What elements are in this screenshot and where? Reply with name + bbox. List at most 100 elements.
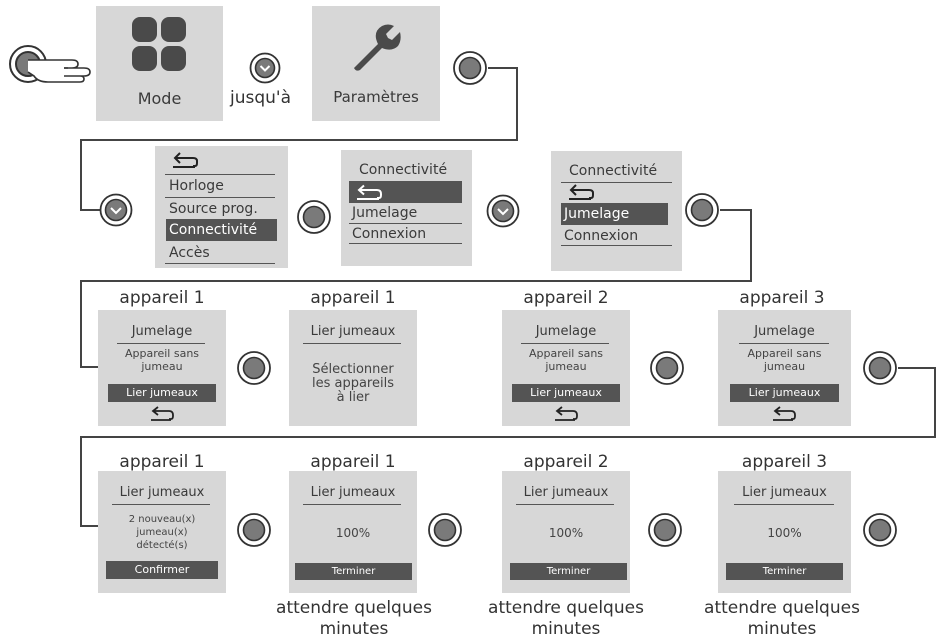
- button-icon: [428, 513, 462, 547]
- menu-divider: [561, 182, 672, 183]
- connector-line: [516, 67, 518, 141]
- button-icon: [650, 351, 684, 385]
- button-icon: [453, 51, 487, 85]
- wait-note-line: attendre quelques: [704, 598, 860, 618]
- connector-line: [750, 209, 752, 282]
- until-text: jusqu'à: [230, 88, 292, 108]
- title-divider: [303, 343, 401, 344]
- connector-line: [80, 280, 752, 282]
- instruction-line: à lier: [336, 390, 370, 405]
- screen-panel: Jumelage Appareil sans jumeau Lier jumea…: [502, 310, 630, 426]
- menu-item-acces[interactable]: Accès: [169, 245, 210, 261]
- connector-line: [80, 436, 82, 527]
- device-label: appareil 1: [119, 288, 205, 308]
- title-divider: [739, 343, 829, 344]
- button-icon: [648, 513, 682, 547]
- mode-grid-icon: [132, 17, 186, 71]
- finish-option[interactable]: Terminer: [295, 563, 412, 580]
- connector-line: [80, 436, 936, 438]
- link-twins-option[interactable]: Lier jumeaux: [730, 384, 839, 402]
- screen-title: Lier jumeaux: [310, 324, 396, 339]
- screen-title: Lier jumeaux: [119, 485, 205, 500]
- detected-line: jumeau(x): [136, 527, 188, 538]
- link-twins-option[interactable]: Lier jumeaux: [108, 384, 216, 402]
- menu-item-connectivite-selected[interactable]: Connectivité: [166, 219, 277, 241]
- screen-title: Jumelage: [535, 324, 597, 339]
- screen-title: Jumelage: [131, 324, 193, 339]
- wait-note: attendre quelques minutes: [692, 598, 872, 640]
- screen-title: Lier jumeaux: [310, 485, 396, 500]
- device-label: appareil 2: [523, 288, 609, 308]
- title-divider: [734, 504, 834, 505]
- screen-panel: Lier jumeaux 2 nouveau(x) jumeau(x) déte…: [98, 471, 226, 593]
- status-line: jumeau: [545, 360, 587, 373]
- detected-line: détecté(s): [136, 540, 188, 551]
- menu-item-jumelage-selected[interactable]: Jumelage: [561, 203, 668, 225]
- connector-line: [80, 139, 518, 141]
- screen-title: Jumelage: [754, 324, 815, 339]
- wait-note-line: attendre quelques: [276, 598, 432, 618]
- wait-note-line: attendre quelques: [488, 598, 644, 618]
- screen-panel: Lier jumeaux 100% Terminer: [502, 471, 630, 593]
- menu-title: Connectivité: [359, 162, 448, 178]
- menu-panel-3: Connectivité Jumelage Connexion: [551, 151, 682, 271]
- menu-item-source-prog[interactable]: Source prog.: [169, 201, 258, 217]
- wait-note: attendre quelques minutes: [264, 598, 444, 640]
- back-arrow-icon: [357, 184, 382, 200]
- menu-item-connexion[interactable]: Connexion: [564, 228, 639, 244]
- wrench-icon: [354, 24, 401, 71]
- status-line: Appareil sans: [747, 347, 822, 360]
- title-divider: [303, 504, 401, 505]
- device-label: appareil 1: [310, 452, 396, 472]
- parametres-label: Paramètres: [333, 88, 419, 106]
- chevron-down-icon: [249, 52, 281, 84]
- button-icon: [297, 200, 331, 234]
- screen-title: Lier jumeaux: [523, 485, 609, 500]
- button-icon: [863, 351, 897, 385]
- chevron-down-icon: [486, 194, 520, 228]
- connector-line: [488, 67, 518, 69]
- button-icon: [863, 513, 897, 547]
- connector-line: [80, 280, 82, 368]
- connector-line: [934, 367, 936, 438]
- screen-panel: Lier jumeaux 100% Terminer: [289, 471, 417, 593]
- screen-panel: Jumelage Appareil sans jumeau Lier jumea…: [718, 310, 851, 426]
- screen-panel: Jumelage Appareil sans jumeau Lier jumea…: [98, 310, 226, 426]
- title-divider: [521, 343, 609, 344]
- menu-item-back-selected[interactable]: [349, 181, 462, 203]
- screen-panel: Lier jumeaux Sélectionner les appareils …: [289, 310, 417, 426]
- back-arrow-icon: [773, 406, 796, 421]
- menu-item-horloge[interactable]: Horloge: [169, 178, 224, 194]
- menu-divider: [561, 245, 672, 246]
- hand-pointer-icon: [27, 59, 91, 83]
- button-icon: [237, 351, 271, 385]
- connector-line: [898, 367, 936, 369]
- device-label: appareil 1: [119, 452, 205, 472]
- connector-line: [80, 366, 98, 368]
- screen-title: Lier jumeaux: [742, 485, 827, 500]
- confirm-option[interactable]: Confirmer: [106, 561, 218, 579]
- connector-line: [80, 209, 100, 211]
- link-twins-option[interactable]: Lier jumeaux: [512, 384, 620, 402]
- status-line: jumeau: [763, 360, 806, 373]
- menu-title: Connectivité: [569, 163, 658, 179]
- wait-note: attendre quelques minutes: [476, 598, 656, 640]
- menu-divider: [165, 174, 275, 175]
- finish-option[interactable]: Terminer: [726, 563, 843, 580]
- button-icon: [237, 513, 271, 547]
- detected-line: 2 nouveau(x): [128, 514, 196, 525]
- menu-divider: [349, 223, 462, 224]
- menu-divider: [165, 263, 275, 264]
- finish-option[interactable]: Terminer: [510, 563, 627, 580]
- menu-divider: [349, 243, 462, 244]
- progress-value: 100%: [767, 526, 802, 540]
- progress-value: 100%: [335, 526, 371, 540]
- device-label: appareil 3: [741, 452, 828, 472]
- progress-value: 100%: [548, 526, 584, 540]
- status-line: Appareil sans: [124, 347, 200, 360]
- menu-item-jumelage[interactable]: Jumelage: [352, 205, 418, 221]
- instruction-line: les appareils: [311, 376, 394, 391]
- menu-divider: [165, 197, 275, 198]
- menu-item-connexion[interactable]: Connexion: [352, 226, 427, 242]
- connector-line: [80, 139, 82, 211]
